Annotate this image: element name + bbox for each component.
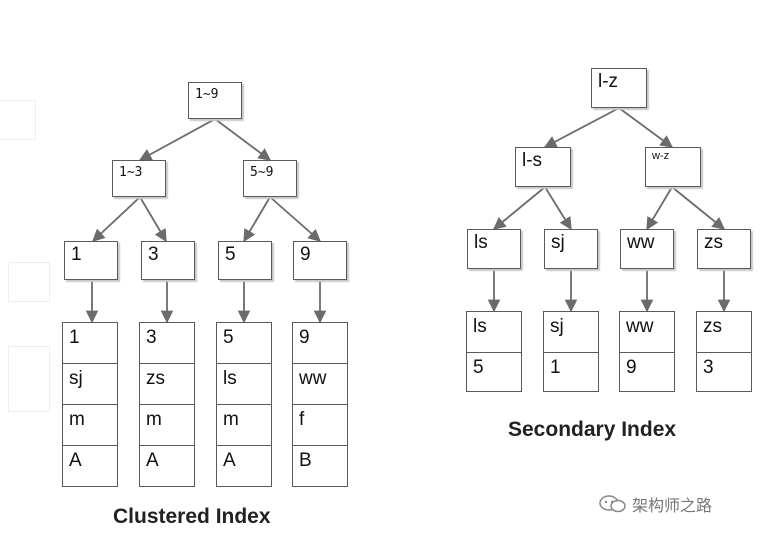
clustered-record-1-value-3: m (69, 409, 85, 430)
secondary-leaf-node-4: zs (697, 229, 751, 269)
clustered-record-1-field-4: A (62, 445, 118, 487)
secondary-record-1-pk: 5 (466, 352, 522, 392)
edge-arrow (139, 196, 167, 243)
edge-arrow (269, 196, 321, 242)
secondary-inner-node-1: l-s (515, 147, 571, 187)
clustered-record-3-field-4: A (216, 445, 272, 487)
watermark-text: 架构师之路 (632, 498, 713, 515)
secondary-inner-label-2: w-z (652, 150, 670, 162)
secondary-inner-node-2: w-z (645, 147, 701, 187)
secondary-leaf-label-3: ww (627, 232, 655, 253)
clustered-record-4-field-3: f (292, 404, 348, 446)
clustered-record-1-value-4: A (69, 450, 82, 471)
clustered-record-2-field-1: 3 (139, 322, 195, 364)
clustered-record-2-field-4: A (139, 445, 195, 487)
clustered-record-3-value-2: ls (223, 368, 237, 389)
secondary-record-4-key-value: zs (703, 316, 722, 337)
clustered-record-2-value-2: zs (146, 368, 165, 389)
clustered-record-2-field-2: zs (139, 363, 195, 405)
clustered-record-4-value-2: ww (299, 368, 327, 389)
clustered-leaf-label-4: 9 (300, 244, 311, 265)
secondary-record-2-key-value: sj (550, 316, 564, 337)
secondary-root-node: l-z (591, 68, 647, 108)
ghost-box-mid (8, 262, 50, 302)
edge-arrow (671, 186, 725, 230)
secondary-record-1-pk-value: 5 (473, 357, 484, 378)
clustered-record-4-value-4: B (299, 450, 312, 471)
secondary-record-2-key: sj (543, 311, 599, 353)
clustered-record-3-value-1: 5 (223, 327, 234, 348)
clustered-record-1-field-1: 1 (62, 322, 118, 364)
secondary-record-3-pk-value: 9 (626, 357, 637, 378)
clustered-leaf-label-2: 3 (148, 244, 159, 265)
secondary-leaf-label-2: sj (551, 232, 565, 253)
clustered-record-4-field-2: ww (292, 363, 348, 405)
clustered-leaf-node-1: 1 (64, 241, 118, 280)
edge-arrow (243, 196, 271, 243)
clustered-inner-node-1: 1~3 (112, 160, 166, 197)
secondary-record-3-pk: 9 (619, 352, 675, 392)
edge-arrow (92, 196, 141, 242)
edge-arrow (618, 107, 674, 148)
clustered-inner-node-2: 5~9 (243, 160, 297, 197)
secondary-record-4-pk-value: 3 (703, 357, 714, 378)
secondary-leaf-label-4: zs (704, 232, 723, 253)
secondary-leaf-label-1: ls (474, 232, 488, 253)
clustered-record-1-field-3: m (62, 404, 118, 446)
clustered-record-1-value-2: sj (69, 368, 83, 389)
secondary-leaf-node-1: ls (467, 229, 521, 269)
clustered-record-2-value-1: 3 (146, 327, 157, 348)
clustered-record-3-field-2: ls (216, 363, 272, 405)
clustered-record-4-field-4: B (292, 445, 348, 487)
secondary-record-1-key-value: ls (473, 316, 487, 337)
clustered-record-4-value-1: 9 (299, 327, 310, 348)
secondary-leaf-node-3: ww (620, 229, 674, 269)
clustered-root-node: 1~9 (188, 82, 242, 119)
clustered-record-3-value-3: m (223, 409, 239, 430)
secondary-record-4-pk: 3 (696, 352, 752, 392)
secondary-inner-label-1: l-s (522, 150, 543, 171)
clustered-record-1-value-1: 1 (69, 327, 80, 348)
secondary-root-label: l-z (598, 71, 619, 92)
clustered-record-3-field-1: 5 (216, 322, 272, 364)
edge-arrow (138, 118, 216, 161)
clustered-record-3-field-3: m (216, 404, 272, 446)
clustered-record-2-value-4: A (146, 450, 159, 471)
edge-arrow (646, 186, 673, 231)
secondary-record-2-pk-value: 1 (550, 357, 561, 378)
clustered-record-2-field-3: m (139, 404, 195, 446)
clustered-root-label: 1~9 (195, 87, 219, 102)
wechat-icon (598, 494, 628, 514)
clustered-inner-label-1: 1~3 (119, 165, 143, 180)
clustered-record-3-value-4: A (223, 450, 236, 471)
clustered-inner-label-2: 5~9 (250, 165, 274, 180)
secondary-index-caption: Secondary Index (508, 418, 677, 441)
secondary-leaf-node-2: sj (544, 229, 598, 269)
secondary-record-3-key-value: ww (626, 316, 654, 337)
watermark: 架构师之路 (598, 492, 712, 516)
clustered-leaf-node-2: 3 (141, 241, 195, 280)
edge-arrow (493, 186, 546, 230)
clustered-leaf-label-3: 5 (225, 244, 236, 265)
clustered-leaf-node-3: 5 (218, 241, 272, 280)
ghost-box-top (0, 100, 36, 140)
edge-arrow (544, 186, 572, 231)
clustered-leaf-node-4: 9 (293, 241, 347, 280)
clustered-leaf-label-1: 1 (71, 244, 82, 265)
secondary-record-4-key: zs (696, 311, 752, 353)
secondary-record-2-pk: 1 (543, 352, 599, 392)
secondary-record-1-key: ls (466, 311, 522, 353)
clustered-record-2-value-3: m (146, 409, 162, 430)
clustered-record-4-value-3: f (299, 409, 305, 430)
edge-arrow (214, 118, 272, 161)
ghost-box-low (8, 346, 50, 412)
clustered-record-1-field-2: sj (62, 363, 118, 405)
secondary-record-3-key: ww (619, 311, 675, 353)
clustered-record-4-field-1: 9 (292, 322, 348, 364)
clustered-index-caption: Clustered Index (113, 505, 271, 528)
edge-arrow (543, 107, 620, 148)
